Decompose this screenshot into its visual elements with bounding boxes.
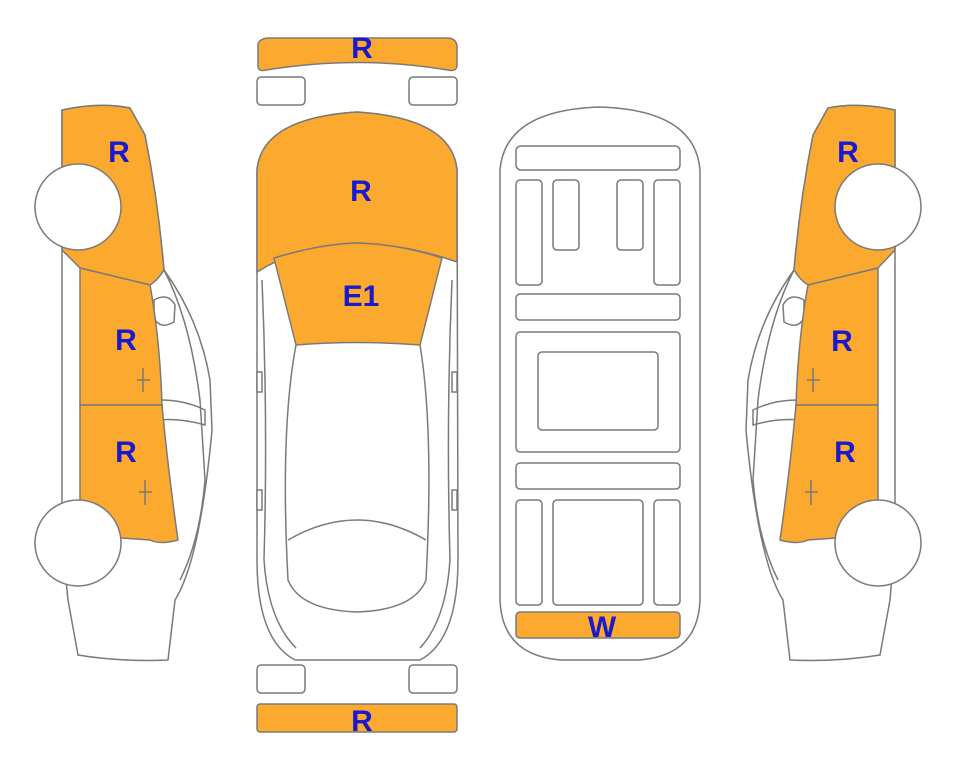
right-rear-wheel [834, 499, 922, 587]
underbody-front-left-mount [552, 179, 580, 251]
left-rear-door-panel [79, 404, 179, 544]
rear-right-taillight [408, 664, 458, 694]
left-front-door-label: R [115, 324, 137, 357]
front-left-headlight [256, 76, 306, 106]
right-front-wheel [834, 163, 922, 251]
roof-outline [284, 344, 430, 613]
front-bumper-panel [257, 37, 458, 72]
underbody-front-crossmember [515, 293, 681, 321]
left-fender-label: R [108, 136, 130, 169]
front-right-headlight [408, 76, 458, 106]
top-left-side-line [261, 279, 297, 649]
right-rear-door-label: R [834, 436, 856, 469]
left-window-line [163, 269, 206, 581]
underbody-front-right-mount [616, 179, 644, 251]
right-fender-label: R [837, 136, 859, 169]
right-front-door-label: R [831, 325, 853, 358]
left-front-wheel [34, 163, 122, 251]
rear-bumper-panel [256, 703, 458, 733]
top-right-mirror [451, 371, 458, 393]
hood-label: R [350, 175, 372, 208]
top-view [256, 37, 459, 733]
underbody-view [499, 106, 701, 661]
underbody-rear-crossmember [515, 462, 681, 490]
right-side-view [745, 104, 922, 662]
top-right-side-line [419, 279, 453, 649]
top-right-handle [451, 489, 458, 511]
left-rear-door-label: R [115, 436, 137, 469]
top-left-mirror [256, 371, 263, 393]
right-rear-door-handle [805, 480, 818, 505]
underbody-front-right-rail [653, 179, 681, 286]
right-window-line [752, 269, 795, 581]
top-left-handle [256, 489, 263, 511]
underbody-rear-center-panel [552, 499, 644, 606]
left-rear-door-handle [139, 480, 152, 505]
rear-bumper-label: R [351, 705, 373, 738]
left-front-door-handle [137, 368, 150, 392]
left-rear-wheel [34, 499, 122, 587]
underbody-front-left-rail [515, 179, 543, 286]
right-window-strip [752, 399, 799, 426]
right-mirror [782, 296, 805, 326]
underbody-rear-panel-label: W [588, 611, 617, 644]
left-mirror [153, 296, 176, 326]
underbody-front-bar [515, 145, 681, 171]
left-side-view [34, 104, 213, 662]
underbody-rear-right-rail [653, 499, 681, 606]
rear-left-taillight [256, 664, 306, 694]
front-bumper-label: R [351, 32, 373, 65]
underbody-center-panel [537, 351, 659, 431]
rear-window-line [287, 519, 427, 541]
left-window-strip [159, 399, 206, 426]
windshield-label: E1 [343, 280, 380, 313]
underbody-rear-left-rail [515, 499, 543, 606]
underbody-rear-panel [515, 611, 681, 639]
windshield-panel [273, 242, 443, 346]
right-front-door-handle [807, 368, 820, 392]
